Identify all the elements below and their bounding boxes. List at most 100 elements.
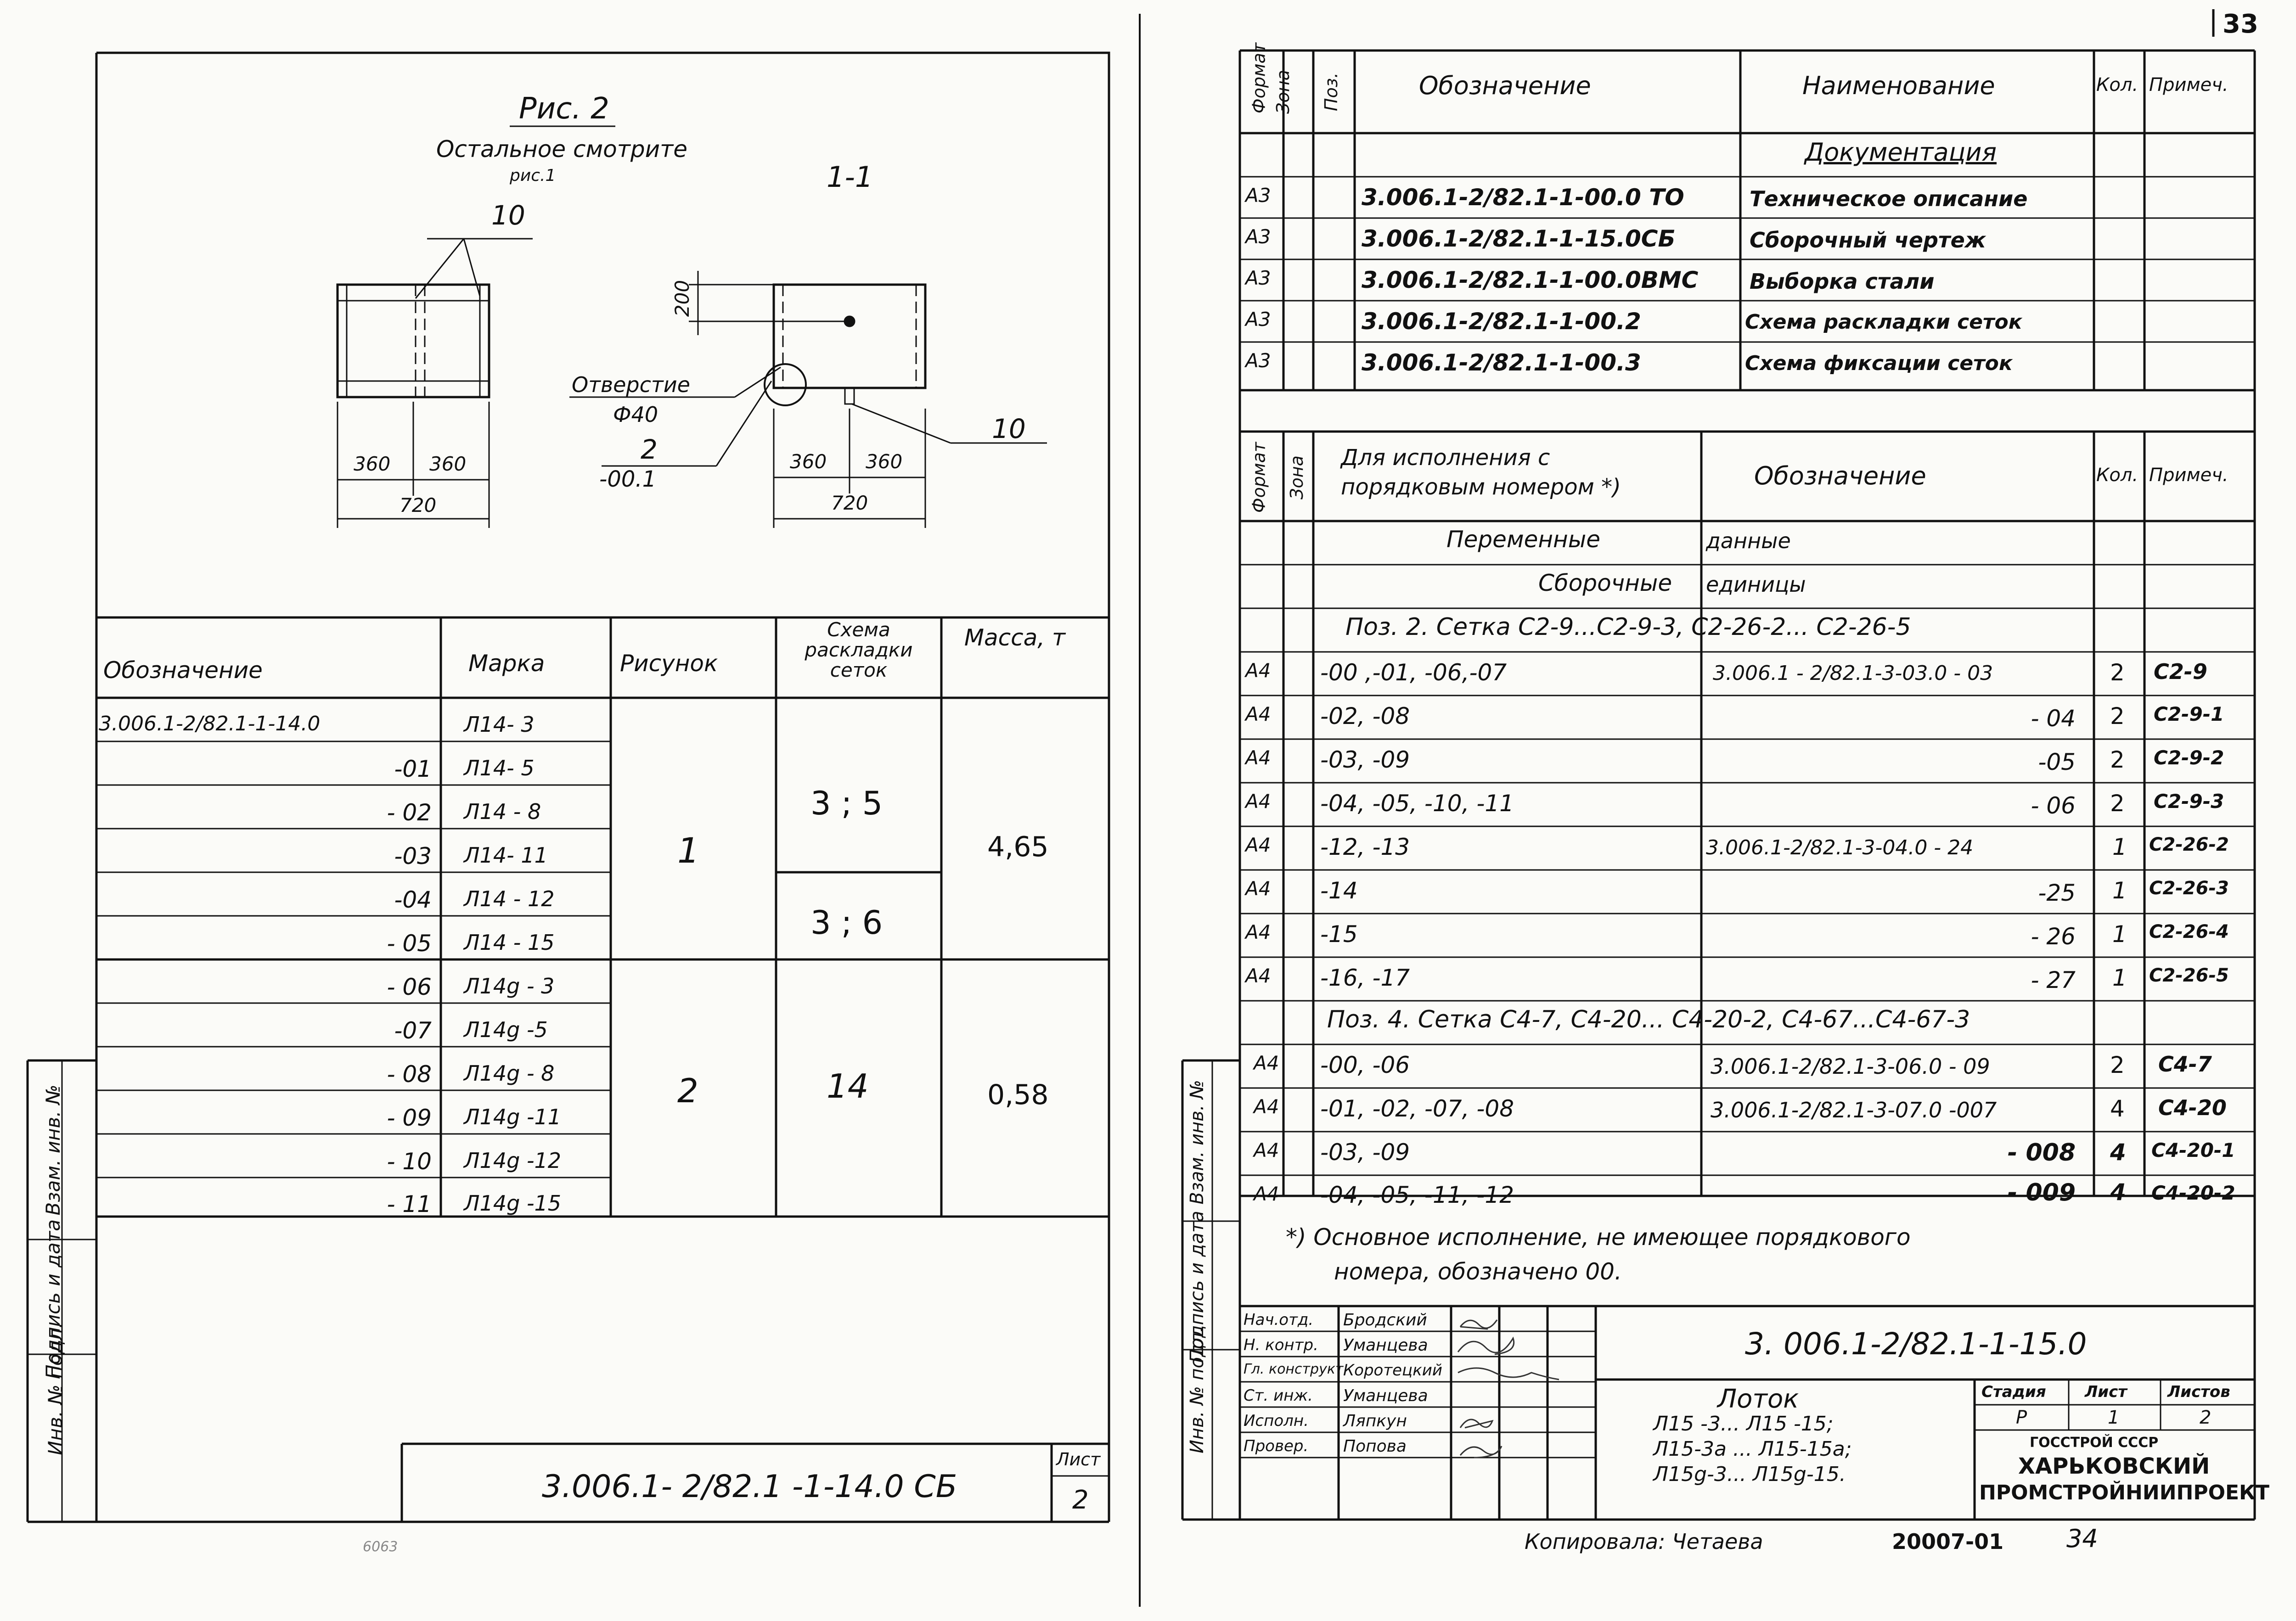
product-line-1: Л15 -3... Л15 -15; [1653,1412,1834,1436]
mass-2: 0,58 [987,1079,1049,1111]
stamp-person: Уманцева [1343,1386,1428,1405]
table-row-exec: -03, -09 [1320,746,1410,773]
product-name: Лоток [1717,1384,1799,1414]
stamp-role: Провер. [1244,1437,1309,1455]
table-row-note: С4-20 [2158,1095,2227,1120]
header-designation-right: Обозначение [1419,71,1591,100]
table-row-note: С4-7 [2158,1052,2212,1077]
table-row-format: А4 [1245,965,1271,987]
list-item-name: Схема раскладки сеток [1745,310,2022,334]
figure-title: Рис. 2 [519,92,609,126]
table-row-marka: Л14g -11 [464,1105,562,1129]
header-risunok: Рисунок [620,650,718,677]
stage-value: Р [2016,1407,2027,1428]
table-row-exec: -00, -06 [1320,1052,1410,1078]
table-row-format: А4 [1245,703,1271,725]
header-pos: Поз. [1321,72,1341,112]
table-row-format: А4 [1254,1139,1279,1161]
corner-number: 33 [2223,9,2258,39]
risunok-1: 1 [677,830,700,871]
header-qty-2: Кол. [2096,465,2138,486]
table-row-qty: 2 [2110,746,2125,773]
table-row-designation: - 10 [387,1148,432,1175]
table-row-exec: -12, -13 [1320,834,1410,860]
stamp-person: Ляпкун [1343,1412,1407,1430]
stamp-role: Нач.отд. [1244,1311,1314,1329]
table-row-note: С2-26-2 [2149,834,2229,855]
list-item-name: Техническое описание [1750,186,2028,211]
list-item-format: А3 [1245,184,1271,207]
table-row-format: А4 [1245,921,1271,943]
var-data-left: Переменные [1446,526,1600,553]
table-row-qty: 4 [2110,1139,2126,1166]
callout-10-section: 10 [992,413,1026,444]
table-row-designation: -25 [2038,880,2076,906]
page-number: 34 [2066,1524,2098,1553]
list-item-designation: 3.006.1-2/82.1-1-00.0 ТО [1362,184,1684,211]
bottom-noise: 6063 [363,1539,398,1555]
list-item-designation: 3.006.1-2/82.1-1-00.3 [1362,349,1641,376]
stamp-person: Бродский [1343,1311,1427,1329]
table-row-exec: -16, -17 [1320,965,1410,991]
list-item-format: А3 [1245,349,1271,372]
table-row-exec: -02, -08 [1320,703,1410,729]
margin-label-replace-right: Взам. инв. № [1187,1080,1208,1205]
table-row-designation: - 26 [2031,923,2076,950]
dim-720-b: 720 [831,492,868,514]
table-row-marka: Л14g -5 [464,1017,548,1042]
stamp-person: Уманцева [1343,1336,1428,1355]
table-row-designation: - 08 [387,1061,432,1088]
org-line-2: ХАРЬКОВСКИЙ [2018,1453,2210,1479]
table-row-qty: 2 [2110,659,2125,686]
stamp-code-left: 3.006.1- 2/82.1 -1-14.0 СБ [542,1469,957,1505]
scheme-3-5: 3 ; 5 [810,785,883,822]
table-row-designation: 3.006.1 - 2/82.1-3-03.0 - 03 [1713,662,1993,685]
table-row-note: С2-9-2 [2154,746,2224,769]
margin-label-sign: Подпись и дата [42,1219,64,1379]
dim-360-d: 360 [866,450,903,473]
header-note-2: Примеч. [2149,465,2228,486]
poz4-title: Поз. 4. Сетка С4-7, С4-20... С4-20-2, С4… [1327,1006,1970,1033]
header-note: Примеч. [2149,74,2228,95]
table-row-qty: 1 [2112,877,2127,904]
stamp-role: Ст. инж. [1244,1386,1313,1405]
scheme-3-6: 3 ; 6 [810,904,883,942]
poz2-title: Поз. 2. Сетка С2-9...С2-9-3, С2-26-2... … [1345,613,1911,641]
table-row-marka: Л14- 11 [464,843,548,868]
table-row-qty: 4 [2110,1179,2126,1206]
table-row-format: А4 [1245,659,1271,682]
stamp-role: Н. контр. [1244,1336,1318,1354]
pos-2-label: 2 [641,434,658,465]
assy-left: Сборочные [1538,570,1672,596]
table-row-format: А4 [1245,877,1271,900]
header-zone-2: Зона [1287,455,1307,499]
table-row-note: С2-26-5 [2149,965,2229,986]
table-row-qty: 1 [2112,921,2127,948]
list-item-designation: 3.006.1-2/82.1-1-00.0ВМС [1362,267,1699,293]
sheet-value: 1 [2108,1407,2120,1428]
header-zone: Зона [1273,70,1293,114]
table-row-designation: 3.006.1-2/82.1-1-14.0 [99,712,321,735]
stamp-sheet-value-left: 2 [1072,1485,1089,1515]
list-item-name: Выборка стали [1750,269,1935,294]
table-row-designation: - 009 [2007,1179,2076,1206]
list-item-format: А3 [1245,308,1271,331]
stage-label: Стадия [1981,1383,2046,1401]
dim-360-b: 360 [429,453,467,475]
table-row-note: С4-20-1 [2151,1139,2235,1161]
table-row-marka: Л14- 3 [464,712,535,737]
hole-label: Отверстие [572,372,690,397]
table-row-designation: 3.006.1-2/82.1-3-06.0 - 09 [1711,1054,1990,1079]
dim-360-c: 360 [790,450,827,473]
list-item-format: А3 [1245,267,1271,289]
stamp-sheet-label-left: Лист [1056,1449,1101,1470]
scheme-14: 14 [827,1067,869,1105]
table-row-format: А4 [1254,1095,1279,1118]
table-row-qty: 4 [2110,1095,2125,1122]
dim-200: 200 [671,280,693,317]
table-row-marka: Л14 - 8 [464,799,541,824]
table-row-designation: -07 [394,1017,432,1044]
hole-diameter: Ф40 [613,402,658,427]
